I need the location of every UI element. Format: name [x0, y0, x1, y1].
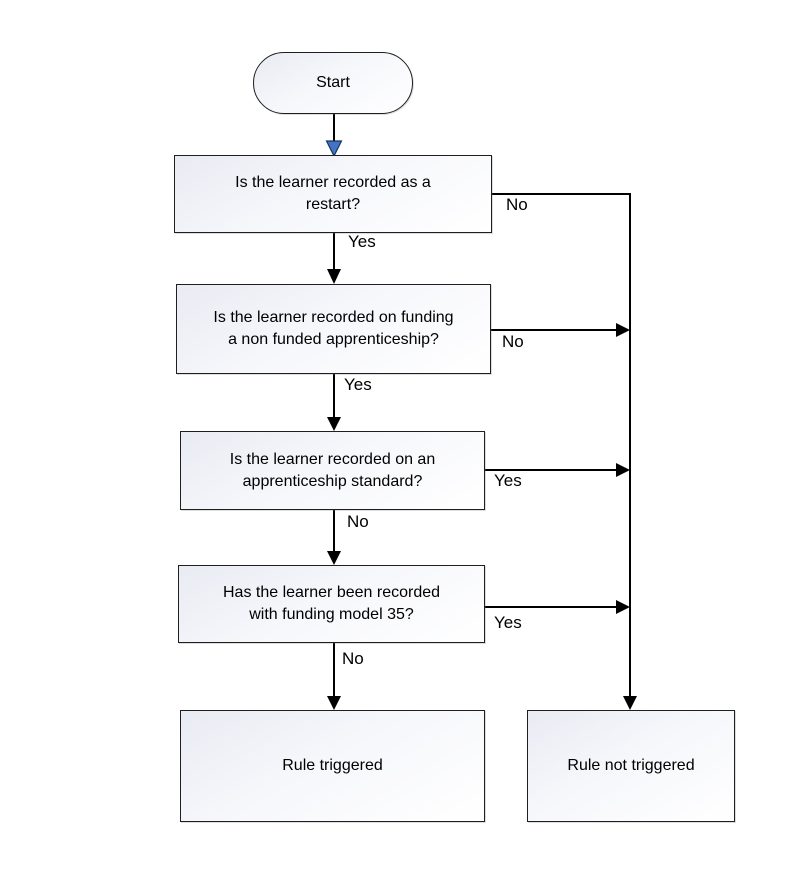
- decision-apprenticeship-standard-label: Is the learner recorded on an apprentice…: [229, 450, 436, 490]
- edge-label-q4-yes: Yes: [494, 613, 522, 632]
- edge-label-q2-yes: Yes: [344, 375, 372, 394]
- edge-label-q2-no: No: [502, 332, 524, 351]
- edge-label-q3-yes: Yes: [494, 471, 522, 490]
- arrowhead-q1-to-q2: [327, 269, 341, 284]
- decision-restart: Is the learner recorded as a restart?: [174, 155, 492, 233]
- edge-label-q1-yes: Yes: [348, 232, 376, 251]
- decision-funding-model-35-label: Has the learner been recorded with fundi…: [222, 584, 441, 623]
- arrowhead-q3-to-q4: [327, 551, 341, 565]
- arrowhead-start-to-q1: [325, 140, 343, 158]
- arrowhead-q3-yes: [616, 463, 630, 477]
- outcome-rule-triggered: Rule triggered: [180, 710, 485, 822]
- edge-label-q4-no: No: [342, 649, 364, 668]
- decision-funding-model-35: Has the learner been recorded with fundi…: [178, 565, 485, 643]
- outcome-rule-not-triggered: Rule not triggered: [527, 710, 735, 822]
- arrowhead-q4-yes: [616, 600, 630, 614]
- start-node: Start: [253, 52, 413, 114]
- start-label: Start: [316, 74, 350, 92]
- decision-restart-label: Is the learner recorded as a restart?: [235, 174, 431, 213]
- edge-label-q1-no: No: [506, 195, 528, 214]
- decision-non-funded-apprenticeship-label: Is the learner recorded on funding a non…: [213, 309, 454, 348]
- edge-label-q3-no: No: [347, 512, 369, 531]
- outcome-rule-triggered-label: Rule triggered: [282, 757, 383, 775]
- decision-non-funded-apprenticeship: Is the learner recorded on funding a non…: [176, 284, 491, 374]
- outcome-rule-not-triggered-label: Rule not triggered: [567, 757, 695, 775]
- connector-q1-no-collector: [492, 193, 631, 697]
- arrowhead-q2-to-q3: [327, 417, 341, 431]
- arrowhead-q2-no: [616, 323, 630, 337]
- decision-apprenticeship-standard: Is the learner recorded on an apprentice…: [180, 431, 485, 510]
- arrowhead-q4-to-triggered: [327, 696, 341, 710]
- arrowhead-collector-to-not-triggered: [623, 696, 637, 710]
